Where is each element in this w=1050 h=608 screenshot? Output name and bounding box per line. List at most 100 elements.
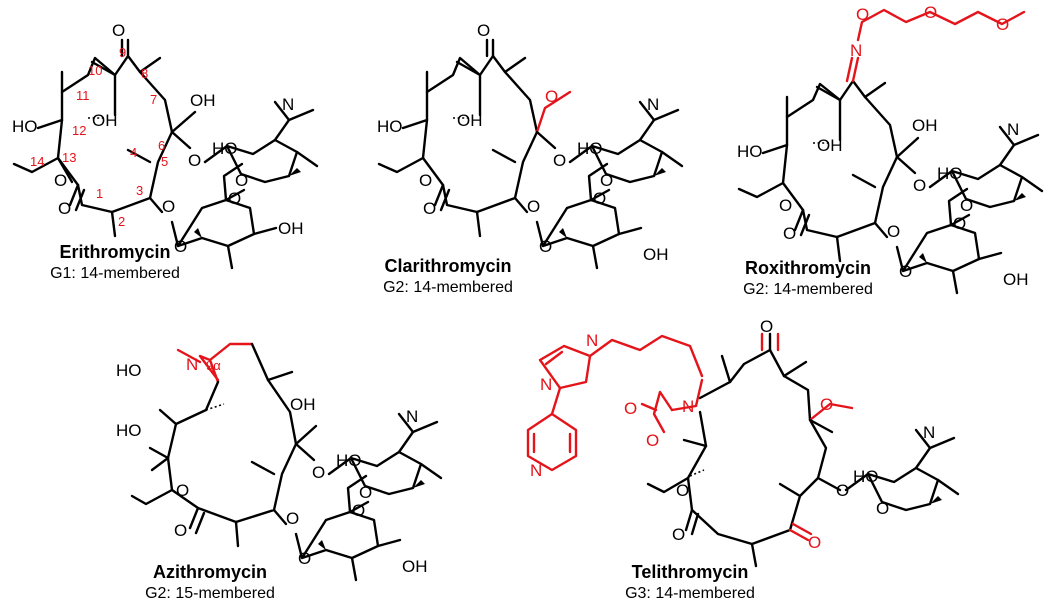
molecule-name: Clarithromycin <box>384 256 511 276</box>
ring-o-label: O <box>174 237 187 256</box>
hydroxyl-label: OH <box>457 111 483 130</box>
molecule-group: G2: 14-membered <box>383 279 513 296</box>
molecule-erithromycin: O OH HO OH O O O O 9 10 8 7 11 12 6 5 4 … <box>12 21 319 282</box>
hydroxyl-label: HO <box>853 467 879 486</box>
hydroxyl-label: HO <box>577 139 603 158</box>
hydroxyl-label: HO <box>116 361 142 380</box>
glycosidic-o-label: O <box>162 197 175 216</box>
molecule-name: Roxithromycin <box>745 258 871 278</box>
methoxy-o-label: O <box>593 189 606 208</box>
locant: 8 <box>141 66 148 81</box>
molecule-group: G3: 14-membered <box>625 585 755 602</box>
ring-o-label: O <box>960 196 973 215</box>
ring-o-label: O <box>539 237 552 256</box>
molecule-group: G1: 14-membered <box>50 265 180 282</box>
methoxy-o-label: O <box>545 87 558 106</box>
glycosidic-o-label: O <box>887 222 900 241</box>
molecule-telithromycin: N N N N O O O O O O O O N HO O Telithrom… <box>526 317 960 602</box>
hydroxyl-label: OH <box>278 219 304 238</box>
hydroxyl-label: HO <box>737 142 763 161</box>
methoxy-o-label: O <box>352 501 365 520</box>
locant: 6 <box>158 138 165 153</box>
ring-o-label: O <box>676 481 689 500</box>
molecule-roxithromycin: N O O O OH HO OH O O O O N HO O O O OH R… <box>737 3 1044 298</box>
ring-o-label: O <box>876 499 889 518</box>
carbamate-n-label: N <box>682 397 694 416</box>
ring-o-label: O <box>235 171 248 190</box>
hydroxyl-label: OH <box>817 136 843 155</box>
hydroxyl-label: HO <box>336 451 362 470</box>
ring-o-label: O <box>600 171 613 190</box>
locant: 13 <box>62 150 76 165</box>
hydroxyl-label: HO <box>937 164 963 183</box>
ring-o-label: O <box>54 171 67 190</box>
hydroxyl-label: HO <box>377 117 403 136</box>
amine-n-label: N <box>406 407 418 426</box>
hydroxyl-label: OH <box>290 395 316 414</box>
carbonyl-o-label: O <box>783 224 796 243</box>
glycosidic-o-label: O <box>286 509 299 528</box>
locant: 1 <box>96 186 103 201</box>
ketone-o-label: O <box>808 533 821 552</box>
locant: 10 <box>88 63 102 78</box>
carbonyl-o-label: O <box>672 525 685 544</box>
hydroxyl-label: OH <box>643 245 669 264</box>
glycosidic-o-label: O <box>312 463 325 482</box>
carbonyl-o-label: O <box>112 21 125 40</box>
glycosidic-o-label: O <box>836 481 849 500</box>
ring-o-label: O <box>176 481 189 500</box>
locant: 9α <box>206 358 221 373</box>
locant: 4 <box>130 145 137 160</box>
ring-o-label: O <box>298 549 311 568</box>
methoxy-o-label: O <box>820 395 833 414</box>
locant: 3 <box>136 183 143 198</box>
amine-n-label: N <box>647 95 659 114</box>
glycosidic-o-label: O <box>913 176 926 195</box>
ring-o-label: O <box>419 171 432 190</box>
ether-o-label: O <box>996 15 1009 34</box>
hydroxyl-label: OH <box>912 116 938 135</box>
hydroxyl-label: HO <box>116 421 142 440</box>
ring-o-label: O <box>899 262 912 281</box>
amine-n-label: N <box>282 95 294 114</box>
carbamate-o-label: O <box>624 399 637 418</box>
oxime-n-label: N <box>850 41 862 60</box>
molecule-azithromycin: N 9α HO HO OH O O O O N HO O O O OH Azit… <box>116 342 443 602</box>
methoxy-o-label: O <box>953 214 966 233</box>
pyridine-n-label: N <box>530 461 542 480</box>
hydroxyl-label: OH <box>92 111 118 130</box>
oxime-o-label: O <box>856 5 869 24</box>
carbonyl-o-label: O <box>423 199 436 218</box>
imidazole-n-label: N <box>586 331 598 350</box>
locant: 9 <box>119 45 126 60</box>
hydroxyl-label: HO <box>12 117 38 136</box>
hydroxyl-label: OH <box>1003 270 1029 289</box>
molecule-name: Erithromycin <box>59 242 170 262</box>
hydroxyl-label: OH <box>190 91 216 110</box>
hydroxyl-label: OH <box>402 557 428 576</box>
carbamate-o-label: O <box>646 431 659 450</box>
carbonyl-o-label: O <box>760 317 773 336</box>
glycosidic-o-label: O <box>527 197 540 216</box>
molecule-group: G2: 14-membered <box>743 281 873 298</box>
ring-nitrogen-label: N <box>186 355 198 374</box>
glycosidic-o-label: O <box>553 151 566 170</box>
molecule-clarithromycin: O O HO OH O O O O N HO O O O OH Clarithr… <box>377 21 684 296</box>
carbonyl-o-label: O <box>477 21 490 40</box>
ring-o-label: O <box>779 196 792 215</box>
amine-n-label: N <box>923 423 935 442</box>
locant: 11 <box>76 88 90 103</box>
locant: 14 <box>30 154 44 169</box>
molecule-group: G2: 15-membered <box>145 585 275 602</box>
hydroxyl-label: HO <box>212 139 238 158</box>
methoxy-o-label: O <box>228 189 241 208</box>
imidazole-n-label: N <box>540 375 552 394</box>
carbonyl-o-label: O <box>58 199 71 218</box>
ring-o-label: O <box>359 483 372 502</box>
locant: 7 <box>150 92 157 107</box>
molecule-name: Azithromycin <box>153 562 267 582</box>
molecule-name: Telithromycin <box>632 562 749 582</box>
amine-n-label: N <box>1007 120 1019 139</box>
